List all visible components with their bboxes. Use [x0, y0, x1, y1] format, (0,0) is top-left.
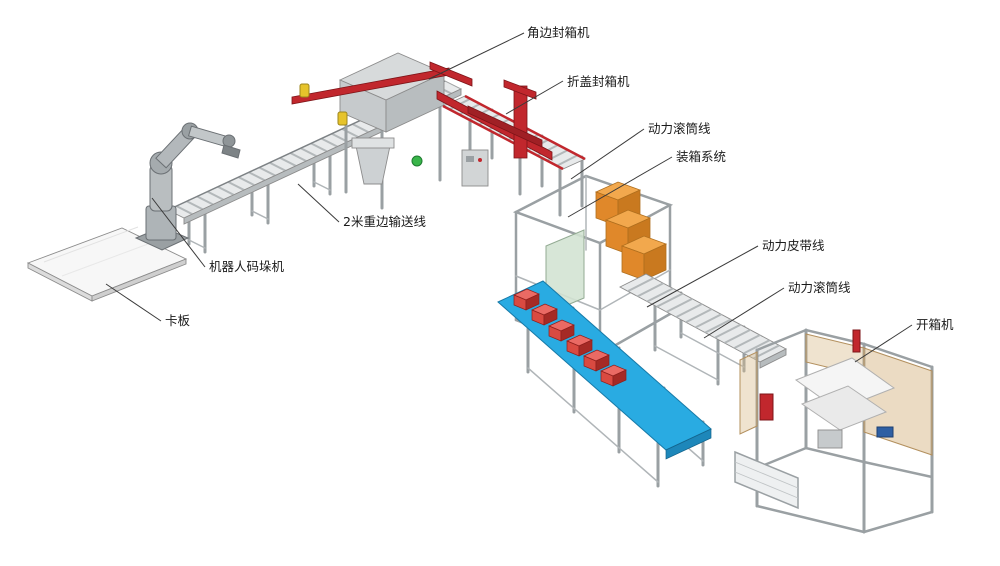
belt-conveyor-illustration — [497, 280, 712, 488]
callout-label-flap-fold-sealer: 折盖封箱机 — [567, 74, 630, 89]
callout-power-roller-line-top: 动力滚筒线 — [570, 121, 711, 180]
callout-case-packing-system: 装箱系统 — [567, 149, 726, 218]
leader-line — [505, 80, 564, 115]
leader-line — [570, 128, 645, 180]
carton-erector-illustration — [734, 328, 934, 534]
leader-line — [428, 32, 525, 80]
callout-label-power-belt-line: 动力皮带线 — [762, 238, 825, 253]
yellow-cylinder-1 — [299, 83, 310, 98]
erector-tan-panels — [739, 333, 933, 456]
robot-palletizer-illustration — [134, 122, 241, 251]
belt-skirt — [665, 428, 712, 460]
callout-label-robot-palletizer: 机器人码垛机 — [209, 259, 285, 274]
robot-gripper — [221, 144, 241, 159]
erector-gray-box — [817, 429, 843, 449]
corner-sealer-illustration — [291, 52, 473, 210]
callout-carton-erector: 开箱机 — [854, 317, 954, 363]
leader-line — [151, 197, 206, 268]
callout-label-conveyor-2m: 2米重边输送线 — [343, 214, 426, 229]
callout-flap-fold-sealer: 折盖封箱机 — [505, 74, 630, 115]
leader-line — [646, 245, 759, 308]
callout-label-corner-edge-sealer: 角边封箱机 — [527, 25, 590, 40]
erector-blue-unit — [876, 426, 894, 438]
erector-sheet-lower — [800, 385, 888, 431]
leader-line — [567, 156, 673, 218]
callout-label-carton-erector: 开箱机 — [916, 317, 954, 332]
sealer-head-side — [385, 72, 445, 133]
erector-red-unit — [759, 393, 774, 421]
callout-label-power-roller-line-right: 动力滚筒线 — [788, 280, 851, 295]
pallet-illustration — [26, 226, 188, 302]
sealer-funnel — [355, 145, 391, 185]
callout-power-belt-line: 动力皮带线 — [646, 238, 825, 308]
callout-label-pallet: 卡板 — [165, 313, 191, 328]
control-box — [461, 149, 489, 187]
callout-label-case-packing-system: 装箱系统 — [676, 149, 726, 164]
yellow-cylinder-2 — [337, 111, 348, 126]
leader-line — [297, 183, 340, 223]
flap-sealer-illustration — [436, 79, 587, 217]
packer-cartons — [595, 181, 667, 281]
callout-pallet: 卡板 — [105, 283, 191, 328]
green-indicator — [411, 155, 423, 167]
roller-line-rollers — [620, 274, 786, 362]
erector-red-post — [852, 329, 861, 353]
callout-labels: 角边封箱机 折盖封箱机 动力滚筒线 装箱系统 动力皮带线 动力滚筒线 开箱机 — [105, 25, 954, 363]
roller-line-skirt — [759, 348, 787, 369]
leader-line — [703, 287, 785, 339]
callout-robot-palletizer: 机器人码垛机 — [151, 197, 285, 274]
roller-line-illustration — [619, 273, 787, 386]
callout-label-power-roller-line-top: 动力滚筒线 — [648, 121, 711, 136]
corner-sealer-red-rails — [291, 61, 473, 105]
erector-magazine-tray — [734, 450, 799, 510]
callout-conveyor-2m: 2米重边输送线 — [297, 183, 426, 229]
leader-line — [854, 324, 913, 363]
callout-power-roller-line-right: 动力滚筒线 — [703, 280, 851, 339]
callout-corner-edge-sealer: 角边封箱机 — [428, 25, 590, 80]
leader-line — [105, 283, 162, 322]
flap-sealer-red-frame — [436, 79, 553, 161]
